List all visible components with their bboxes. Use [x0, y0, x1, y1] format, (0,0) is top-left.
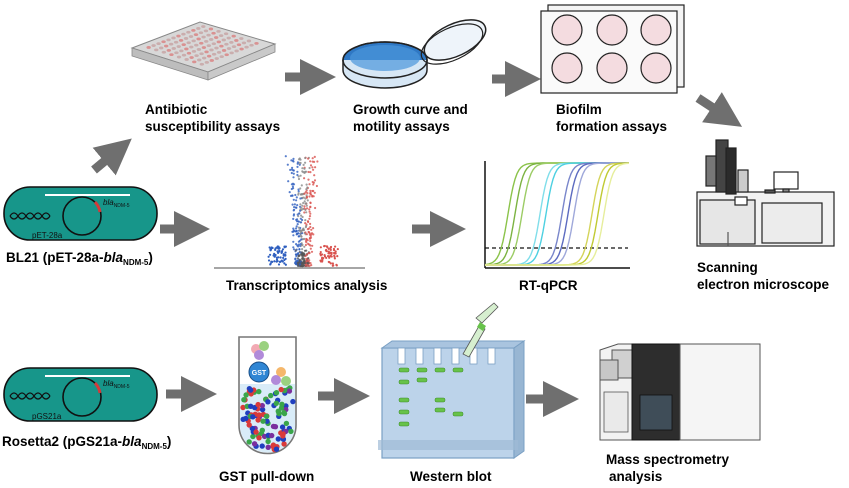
sem-label-line1: Scanning [697, 260, 758, 275]
chromosome-dna-icon [9, 392, 51, 400]
pipette-icon [462, 325, 486, 358]
arrow-strain-to-antibiotic [91, 138, 132, 176]
mass-label-line2: analysis [609, 469, 663, 484]
gst-label: GST pull-down [219, 469, 315, 484]
bacterium-bl21: blaNDM-5 pET-28a [3, 186, 158, 241]
svg-text:blaNDM-5: blaNDM-5 [103, 198, 130, 209]
gst-protein-icon [248, 361, 270, 383]
growth-label: Growth curve and motility assays [353, 101, 468, 135]
flow-arrows [91, 59, 743, 417]
strain1-gene: bla [103, 250, 124, 265]
rtqpcr-label: RT-qPCR [519, 278, 578, 293]
antibiotic-label-line1: Antibiotic [145, 102, 208, 117]
gene-label-2: bla [103, 379, 114, 388]
svg-text:blaNDM-5: blaNDM-5 [103, 379, 130, 390]
petri-dish-illustration [342, 19, 487, 89]
six-well-plate-illustration [540, 4, 685, 94]
strain2-sub: NDM-5 [141, 442, 167, 451]
sem-label: Scanning electron microscope [697, 259, 829, 293]
biofilm-label: Biofilm formation assays [556, 101, 667, 135]
strain2-label: Rosetta2 (pGS21a-blaNDM-5) [2, 433, 171, 455]
growth-label-line2: motility assays [353, 119, 450, 134]
biofilm-label-line2: formation assays [556, 119, 668, 134]
strain1-label: BL21 (pET-28a-blaNDM-5) [6, 249, 153, 271]
gst-tube-illustration: GST [238, 336, 297, 455]
gst-protein-label: GST [252, 370, 267, 377]
rtqpcr-chart-illustration [484, 161, 630, 269]
mass-label: Mass spectrometry analysis [606, 451, 729, 485]
plasmid-icon [62, 377, 102, 417]
mass-label-line1: Mass spectrometry [606, 452, 730, 467]
gene-label-1: bla [103, 198, 114, 207]
mass-spectrometer-illustration [599, 343, 761, 441]
strain2-suffix: ) [166, 434, 172, 449]
western-blot-illustration [378, 302, 526, 459]
strain1-suffix: ) [148, 250, 153, 265]
strain2-prefix: Rosetta2 (pGS21a- [2, 434, 123, 449]
western-label: Western blot [410, 469, 492, 484]
chromosome-dna-icon [9, 212, 51, 220]
sem-label-line2: electron microscope [697, 277, 830, 292]
antibiotic-label: Antibiotic susceptibility assays [145, 101, 280, 135]
sem-instrument-illustration [696, 139, 835, 247]
strain2-gene: bla [122, 434, 142, 449]
plasmid-label-2: pGS21a [32, 412, 62, 421]
transcriptomics-label: Transcriptomics analysis [226, 278, 388, 293]
bacterium-rosetta2: blaNDM-5 pGS21a [3, 367, 158, 422]
growth-label-line1: Growth curve and [353, 102, 468, 117]
plasmid-label-1: pET-28a [32, 231, 63, 240]
microplate-illustration [130, 21, 277, 81]
strain1-sub: NDM-5 [123, 258, 149, 267]
gene-label-2-sub: NDM-5 [114, 384, 130, 390]
arrow-biofilm-to-sem [695, 92, 743, 127]
volcano-plot-illustration [214, 155, 365, 269]
antibiotic-label-line2: susceptibility assays [145, 119, 281, 134]
plasmid-icon [62, 196, 102, 236]
strain1-prefix: BL21 (pET-28a- [6, 250, 104, 265]
gene-label-1-sub: NDM-5 [114, 203, 130, 209]
biofilm-label-line1: Biofilm [556, 102, 602, 117]
